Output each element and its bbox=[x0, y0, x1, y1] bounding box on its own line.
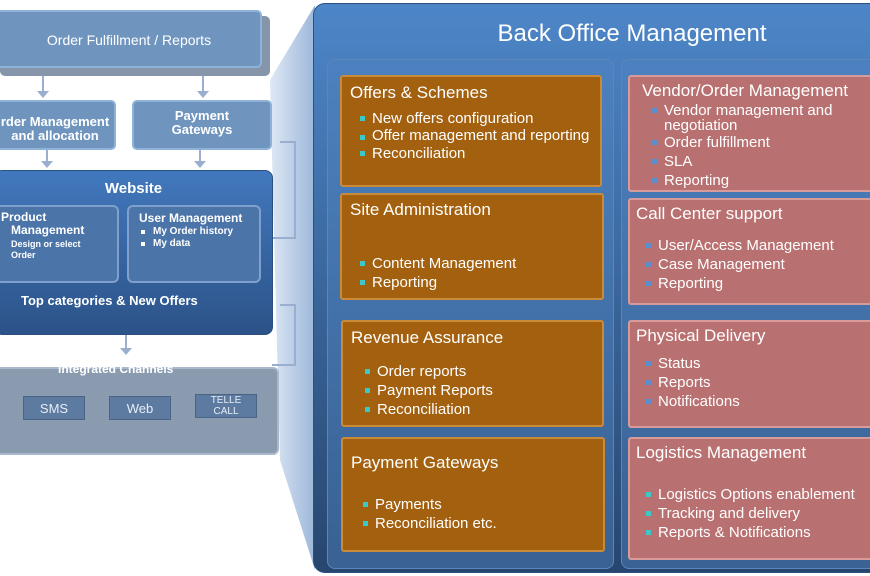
list-item: Order fulfillment bbox=[652, 133, 868, 152]
list-item: Content Management bbox=[360, 254, 594, 273]
revenue-assurance-box: Revenue Assurance Order reports Payment … bbox=[341, 320, 604, 427]
list-item: Reporting bbox=[646, 274, 868, 293]
list-item: Reports & Notifications bbox=[646, 523, 868, 542]
list-item: Logistics Options enablement bbox=[646, 485, 868, 504]
page-title: Back Office Management bbox=[497, 20, 767, 47]
physical-delivery-box: Physical Delivery Status Reports Notific… bbox=[628, 320, 870, 428]
list-item: Reconciliation bbox=[365, 400, 594, 419]
list-item: User/Access Management bbox=[646, 236, 868, 255]
call-center-support-box: Call Center support User/Access Manageme… bbox=[628, 198, 870, 305]
product-management-box: Product Management Design or select Orde… bbox=[0, 205, 119, 283]
channel-web: Web bbox=[109, 396, 171, 420]
order-fulfillment-box: Order Fulfillment / Reports bbox=[0, 10, 262, 68]
list-item: My data bbox=[141, 238, 259, 250]
channel-telle-call: TELLE CALL bbox=[195, 394, 257, 418]
list-item: My Order history bbox=[141, 226, 259, 238]
funnel-connector bbox=[270, 5, 315, 570]
list-item: Notifications bbox=[646, 392, 868, 411]
user-management-box: User Management My Order history My data bbox=[127, 205, 261, 283]
list-item: New offers configuration bbox=[360, 109, 592, 128]
list-item: Payments bbox=[363, 495, 595, 514]
list-item: Reports bbox=[646, 373, 868, 392]
list-item: Reporting bbox=[360, 273, 594, 292]
site-administration-box: Site Administration Content Management R… bbox=[340, 193, 604, 300]
list-item: Reconciliation etc. bbox=[363, 514, 595, 533]
offers-schemes-box: Offers & Schemes New offers configuratio… bbox=[340, 75, 602, 187]
list-item: Payment Reports bbox=[365, 381, 594, 400]
vendor-order-management-box: Vendor/Order Management Vendor managemen… bbox=[628, 75, 870, 192]
payment-gateways-backoffice-box: Payment Gateways Payments Reconciliation… bbox=[341, 437, 605, 552]
list-item: Reconciliation bbox=[360, 144, 592, 163]
list-item: Order reports bbox=[365, 362, 594, 381]
website-box: Website Product Management Design or sel… bbox=[0, 170, 273, 335]
logistics-management-box: Logistics Management Logistics Options e… bbox=[628, 437, 870, 560]
list-item: Status bbox=[646, 354, 868, 373]
list-item: Tracking and delivery bbox=[646, 504, 868, 523]
list-item: SLA bbox=[652, 152, 868, 171]
list-item: Vendor management and negotiation bbox=[652, 101, 868, 133]
list-item: Reporting bbox=[652, 171, 868, 190]
list-item: Case Management bbox=[646, 255, 868, 274]
list-item: Offer management and reporting bbox=[360, 128, 592, 144]
channel-sms: SMS bbox=[23, 396, 85, 420]
